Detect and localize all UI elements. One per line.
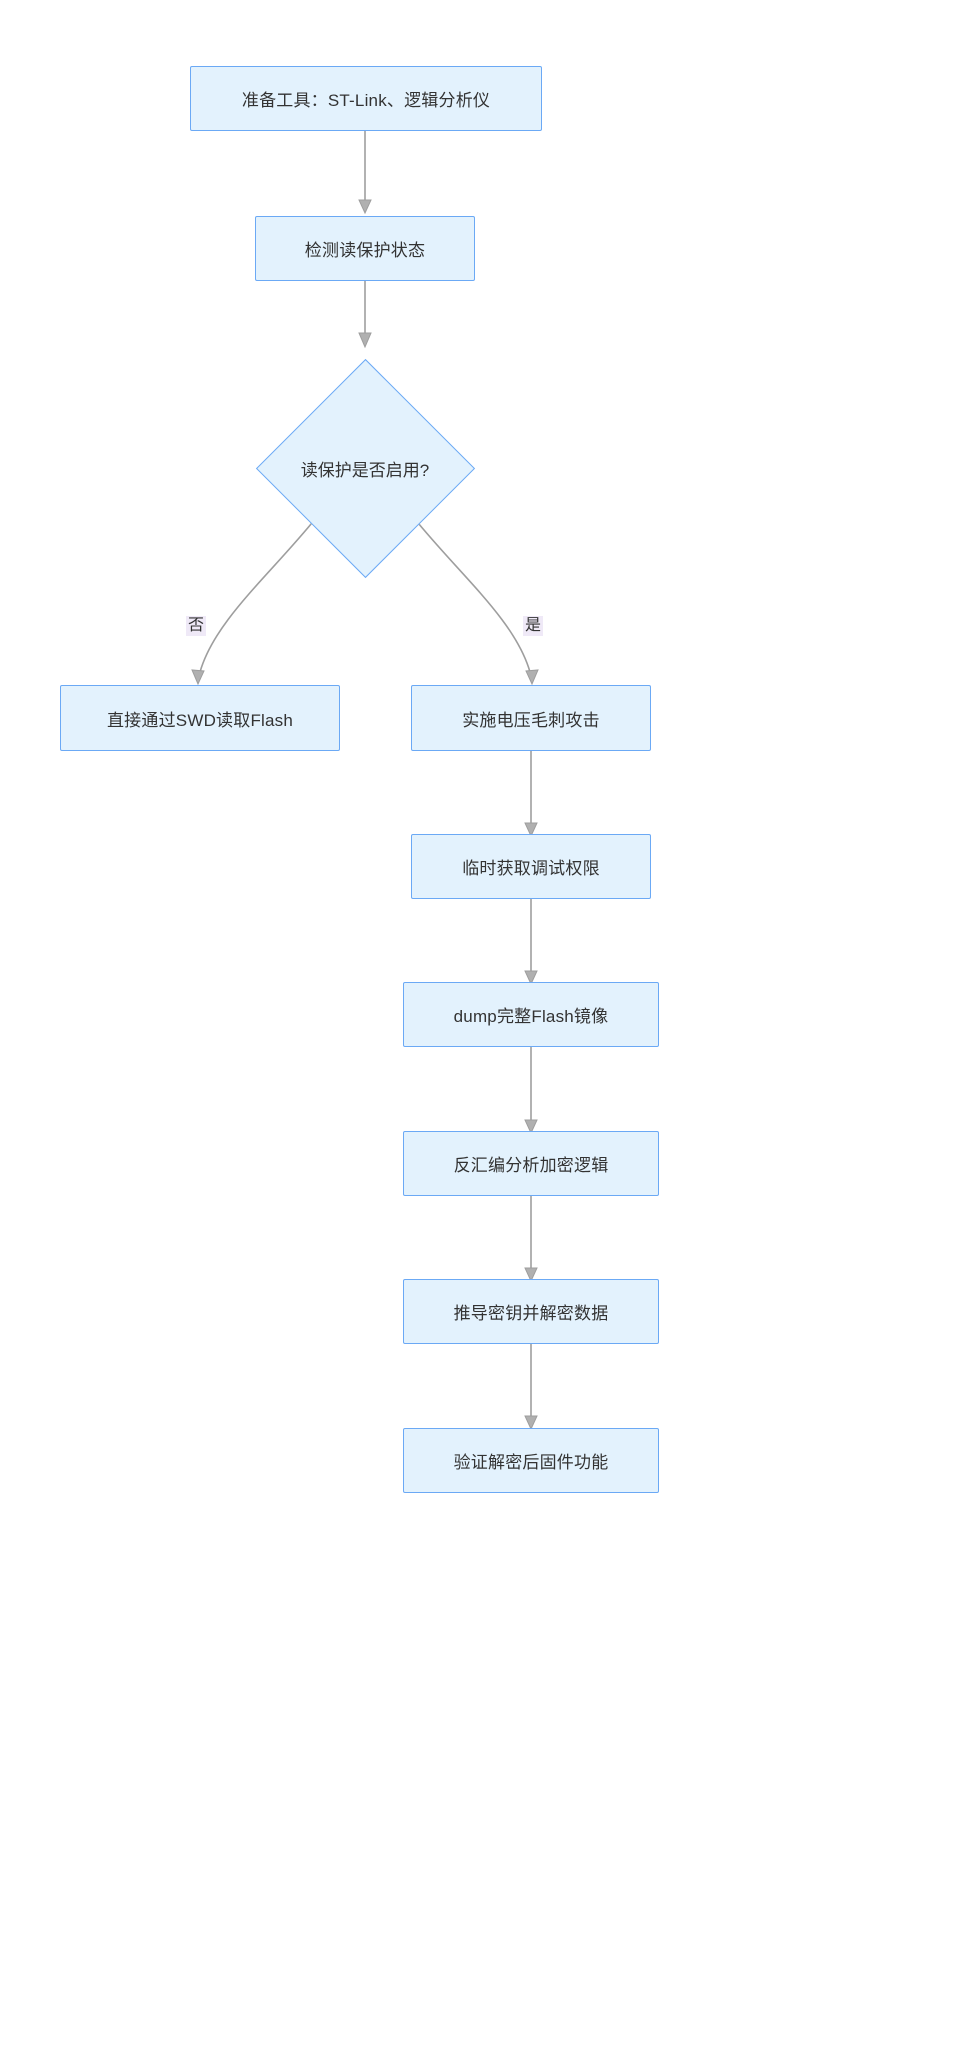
node-decision-label-wrapper: 读保护是否启用?: [255, 440, 475, 496]
arrow-head-n1-n2: [358, 199, 372, 215]
node-voltage-glitch-attack[interactable]: 实施电压毛刺攻击: [411, 685, 651, 751]
edge-n3-n4-no: [199, 517, 317, 673]
node-label: dump完整Flash镜像: [453, 1007, 609, 1026]
edge-label-no: 否: [186, 616, 207, 636]
node-label: 实施电压毛刺攻击: [462, 710, 600, 730]
edge-n3-n5-yes: [413, 517, 531, 673]
arrow-head-n2-n3: [358, 332, 372, 349]
arrow-head-n9-n10: [524, 1415, 538, 1431]
arrow-head-n8-n9: [524, 1267, 538, 1283]
node-derive-key-and-decrypt[interactable]: 推导密钥并解密数据: [403, 1279, 659, 1344]
node-prepare-tools[interactable]: 准备工具：ST-Link、逻辑分析仪: [190, 66, 542, 131]
node-label: 检测读保护状态: [304, 241, 426, 260]
node-verify-decrypted-firmware[interactable]: 验证解密后固件功能: [403, 1428, 659, 1493]
node-read-flash-via-swd[interactable]: 直接通过SWD读取Flash: [60, 685, 340, 751]
node-label: 推导密钥并解密数据: [453, 1304, 609, 1323]
node-label: 临时获取调试权限: [462, 859, 600, 878]
arrow-head-n5-n6: [524, 822, 538, 838]
node-dump-full-flash-image[interactable]: dump完整Flash镜像: [403, 982, 659, 1047]
node-disassemble-encryption-logic[interactable]: 反汇编分析加密逻辑: [403, 1131, 659, 1196]
arrow-head-n3-n5: [525, 669, 539, 686]
arrow-head-n7-n8: [524, 1119, 538, 1135]
edge-label-yes: 是: [523, 616, 544, 636]
node-detect-readout-protection[interactable]: 检测读保护状态: [255, 216, 475, 281]
node-label: 读保护是否启用?: [300, 460, 430, 480]
node-label: 准备工具：ST-Link、逻辑分析仪: [241, 91, 491, 110]
arrow-head-n3-n4: [191, 669, 205, 686]
node-label: 反汇编分析加密逻辑: [453, 1156, 609, 1175]
arrow-head-n6-n7: [524, 970, 538, 986]
node-label: 验证解密后固件功能: [453, 1453, 609, 1472]
node-label: 直接通过SWD读取Flash: [106, 710, 294, 730]
node-obtain-temp-debug-access[interactable]: 临时获取调试权限: [411, 834, 651, 899]
